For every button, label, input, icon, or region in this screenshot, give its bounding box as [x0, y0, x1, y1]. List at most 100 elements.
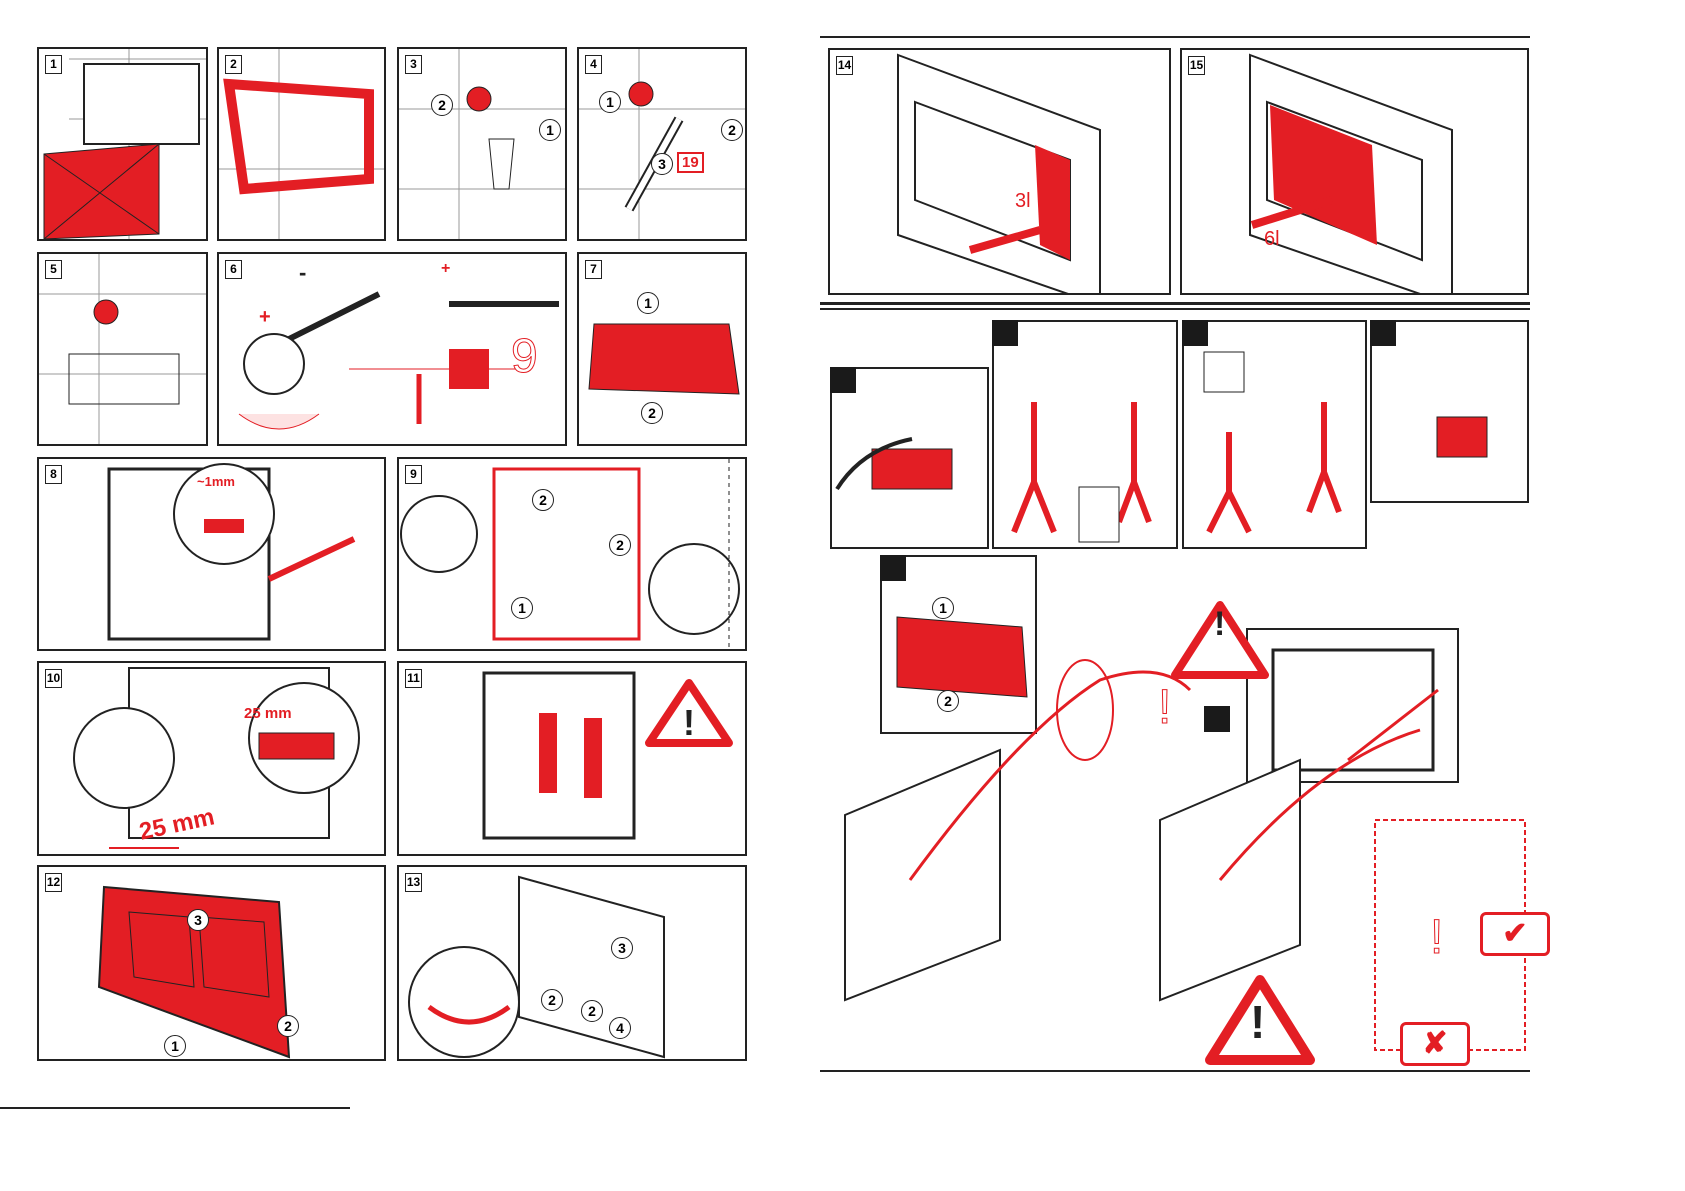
step-number: 1 — [45, 55, 62, 74]
retrofit-step-f — [1246, 628, 1459, 783]
frame-warning-illustration: ! — [482, 671, 733, 840]
callout-1: 1 — [932, 597, 954, 619]
step-7-panel: 7 1 2 — [577, 252, 747, 446]
callout-2: 2 — [541, 989, 563, 1011]
callout-2: 2 — [431, 94, 453, 116]
top-rule-right — [820, 36, 1530, 38]
attach-plate-illustration — [97, 885, 291, 1059]
step-number: 13 — [405, 873, 422, 892]
callout-1: 1 — [511, 597, 533, 619]
caution-mark: ! — [1157, 681, 1172, 735]
step-number: 12 — [45, 873, 62, 892]
step-2-panel: 2 — [217, 47, 386, 241]
step-15-panel: 15 6l — [1180, 48, 1529, 295]
retrofit-step-e: 1 2 — [880, 555, 1037, 734]
step-10-panel: 10 25 mm 25 mm — [37, 661, 386, 856]
gap-label: ~1mm — [197, 474, 235, 489]
small-flush-label: 3l — [1015, 190, 1031, 212]
callout-1: 1 — [637, 292, 659, 314]
install-valve-illustration — [1436, 416, 1488, 458]
step-badge — [830, 367, 856, 393]
full-flush-label: 6l — [1264, 228, 1280, 250]
callout-4: 4 — [609, 1017, 631, 1039]
step-11-panel: 11 ! — [397, 661, 747, 856]
step-number: 9 — [405, 465, 422, 484]
step-8-panel: 8 ~1mm — [37, 457, 386, 651]
wrench-illustration — [579, 49, 745, 239]
step-badge — [1204, 706, 1230, 732]
step-number: 2 — [225, 55, 242, 74]
fill-valve-level-illustration — [238, 291, 559, 430]
step-number: 11 — [405, 669, 422, 688]
step-number: 3 — [405, 55, 422, 74]
step-badge — [880, 555, 906, 581]
callout-1: 1 — [539, 119, 561, 141]
section-divider-2 — [820, 308, 1530, 310]
callout-2: 2 — [641, 402, 663, 424]
valve-adjust-illustration — [39, 254, 206, 444]
depth-adjust-illustration — [73, 667, 360, 849]
level-mark: 9 — [511, 330, 539, 384]
step-number: 6 — [225, 260, 242, 279]
step-badge — [1370, 320, 1396, 346]
new-part-illustration — [1203, 351, 1342, 534]
plus-sign: + — [259, 306, 271, 328]
correct-icon: ✔ — [1480, 912, 1550, 956]
step-14-panel: 14 3l — [828, 48, 1171, 295]
mount-plate-cable-illustration — [896, 616, 1028, 698]
callout-3: 3 — [187, 909, 209, 931]
step-number: 5 — [45, 260, 62, 279]
step-13-panel: 13 3 2 2 4 — [397, 865, 747, 1061]
step-badge — [1182, 320, 1208, 346]
frame-bolts-illustration — [107, 463, 356, 641]
step-number: 4 — [585, 55, 602, 74]
step-number: 15 — [1188, 56, 1205, 75]
wiring-overview-illustration — [844, 601, 1526, 1065]
callout-3: 3 — [651, 153, 673, 175]
retrofit-step-c — [1182, 320, 1367, 549]
remove-cover-illustration — [43, 49, 206, 239]
minus-sign: - — [299, 260, 307, 285]
callout-2b: 2 — [609, 534, 631, 556]
incorrect-icon: ✘ — [1400, 1022, 1470, 1066]
remove-frame-illustration — [219, 49, 384, 239]
close-valve-illustration — [399, 49, 565, 239]
caution-mark-2: ! — [1429, 911, 1444, 965]
step-number: 10 — [45, 669, 62, 688]
step-3-panel: 3 2 1 — [397, 47, 567, 241]
frame-adjust-illustration — [400, 459, 740, 649]
callout-2: 2 — [532, 489, 554, 511]
wrench-size-label: 19 — [677, 152, 704, 173]
warning-icon-small: ! — [1214, 605, 1226, 643]
plus-sign-2: + — [441, 260, 451, 277]
callout-1: 1 — [599, 91, 621, 113]
step-number: 8 — [45, 465, 62, 484]
retrofit-step-a — [830, 367, 989, 549]
step-number: 14 — [836, 56, 853, 75]
remove-plate-illustration — [408, 875, 665, 1059]
step-5-panel: 5 — [37, 252, 208, 446]
callout-2: 2 — [277, 1015, 299, 1037]
callout-2: 2 — [937, 690, 959, 712]
remove-valve-illustration — [835, 437, 953, 491]
warning-icon: ! — [1250, 996, 1266, 1048]
bottom-rule-right — [820, 1070, 1530, 1072]
dispose-part-illustration — [1011, 402, 1152, 543]
mount-plate-illustration — [588, 323, 740, 395]
step-number: 7 — [585, 260, 602, 279]
step-6-panel: 6 - + + 9 — [217, 252, 567, 446]
frame-cable-illustration — [1271, 648, 1439, 772]
step-12-panel: 12 3 2 1 — [37, 865, 386, 1061]
step-1-panel: 1 — [37, 47, 208, 241]
callout-1: 1 — [164, 1035, 186, 1057]
step-4-panel: 4 1 2 3 19 — [577, 47, 747, 241]
retrofit-step-b — [992, 320, 1178, 549]
retrofit-step-d — [1370, 320, 1529, 503]
section-divider — [820, 302, 1530, 305]
step-badge — [992, 320, 1018, 346]
callout-2b: 2 — [581, 1000, 603, 1022]
bottom-rule-left — [0, 1107, 350, 1109]
warning-icon: ! — [683, 702, 695, 743]
full-flush-illustration — [1249, 53, 1453, 293]
small-flush-illustration — [897, 53, 1101, 293]
